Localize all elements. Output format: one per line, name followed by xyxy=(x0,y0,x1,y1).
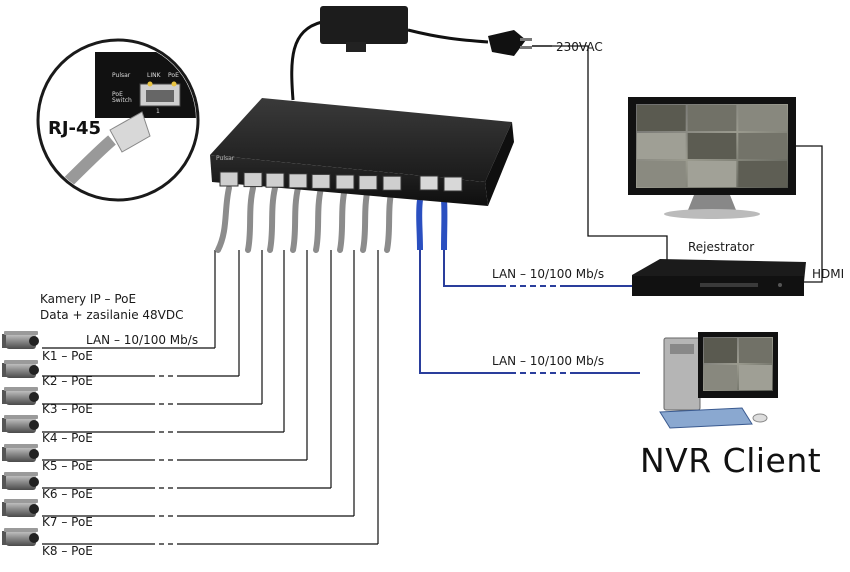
camera-icon xyxy=(2,472,39,490)
video-tile xyxy=(637,161,686,187)
switch-port xyxy=(382,175,402,191)
rj45-label: RJ-45 xyxy=(48,118,102,139)
lan-cameras-label: LAN – 10/100 Mb/s xyxy=(86,333,199,347)
power-cable-recorder xyxy=(552,45,668,260)
camera-label: K7 – PoE xyxy=(42,515,93,529)
switch-port xyxy=(288,173,308,189)
poe-cable xyxy=(245,185,256,253)
uplink-cables xyxy=(416,195,640,374)
inset-brand: Pulsar xyxy=(112,72,131,79)
camera-label: K8 – PoE xyxy=(42,544,93,558)
video-tile xyxy=(739,365,772,390)
camera-label: K4 – PoE xyxy=(42,431,93,445)
switch-port xyxy=(311,173,331,189)
video-tile xyxy=(637,105,686,131)
client-pc-icon xyxy=(659,332,778,429)
recorder-icon xyxy=(632,259,806,296)
inset-switch-label: PoE Switch xyxy=(112,91,132,104)
camera-icon xyxy=(2,415,39,433)
camera-icon xyxy=(2,387,39,405)
lan-recorder-label: LAN – 10/100 Mb/s xyxy=(492,267,605,281)
svg-text:Pulsar: Pulsar xyxy=(216,155,235,162)
hdmi-label: HDMI xyxy=(812,267,845,281)
video-tile xyxy=(687,133,737,159)
poe-cable xyxy=(313,185,324,253)
video-tile xyxy=(738,133,787,159)
poe-switch-icon: Pulsar xyxy=(210,98,514,206)
video-tile xyxy=(738,161,787,187)
switch-port xyxy=(335,174,355,190)
power-plug-icon xyxy=(488,30,552,56)
video-tile xyxy=(704,338,737,363)
poe-cable xyxy=(290,185,301,253)
video-tile xyxy=(687,161,737,187)
poe-cables xyxy=(215,185,395,253)
hdmi-cable xyxy=(794,145,823,283)
camera-icon xyxy=(2,444,39,462)
cameras-group-title: Kamery IP – PoE xyxy=(40,292,137,306)
poe-cable xyxy=(215,185,232,253)
camera-label: K5 – PoE xyxy=(42,459,93,473)
camera-label: K1 – PoE xyxy=(42,349,93,363)
inset-poe-label: PoE xyxy=(168,72,179,79)
inset-link-label: LINK xyxy=(147,72,161,79)
poe-cable xyxy=(337,185,348,253)
video-tile xyxy=(704,365,737,390)
switch-port xyxy=(219,171,239,187)
monitor-icon xyxy=(628,97,796,219)
inset-port-number: 1 xyxy=(156,108,160,115)
poe-cable xyxy=(267,185,278,253)
camera-label: K2 – PoE xyxy=(42,374,93,388)
camera-icon xyxy=(2,331,39,349)
switch-port xyxy=(243,172,263,188)
video-tile xyxy=(738,105,787,131)
camera-icon xyxy=(2,499,39,517)
cameras-group-subtitle: Data + zasilanie 48VDC xyxy=(40,308,184,322)
recorder-label: Rejestrator xyxy=(688,240,755,254)
camera-icon xyxy=(2,528,39,546)
video-tile xyxy=(739,338,772,363)
video-tile xyxy=(687,105,737,131)
power-label: 230VAC xyxy=(556,40,603,54)
power-adapter-icon xyxy=(290,6,489,101)
switch-port xyxy=(358,175,378,191)
camera-icon xyxy=(2,360,39,378)
poe-cable xyxy=(360,185,371,253)
camera-label: K3 – PoE xyxy=(42,402,93,416)
lan-client-label: LAN – 10/100 Mb/s xyxy=(492,354,605,368)
video-tile xyxy=(637,133,686,159)
nvr-client-title: NVR Client xyxy=(640,441,822,480)
switch-port xyxy=(265,172,285,188)
camera-label: K6 – PoE xyxy=(42,487,93,501)
